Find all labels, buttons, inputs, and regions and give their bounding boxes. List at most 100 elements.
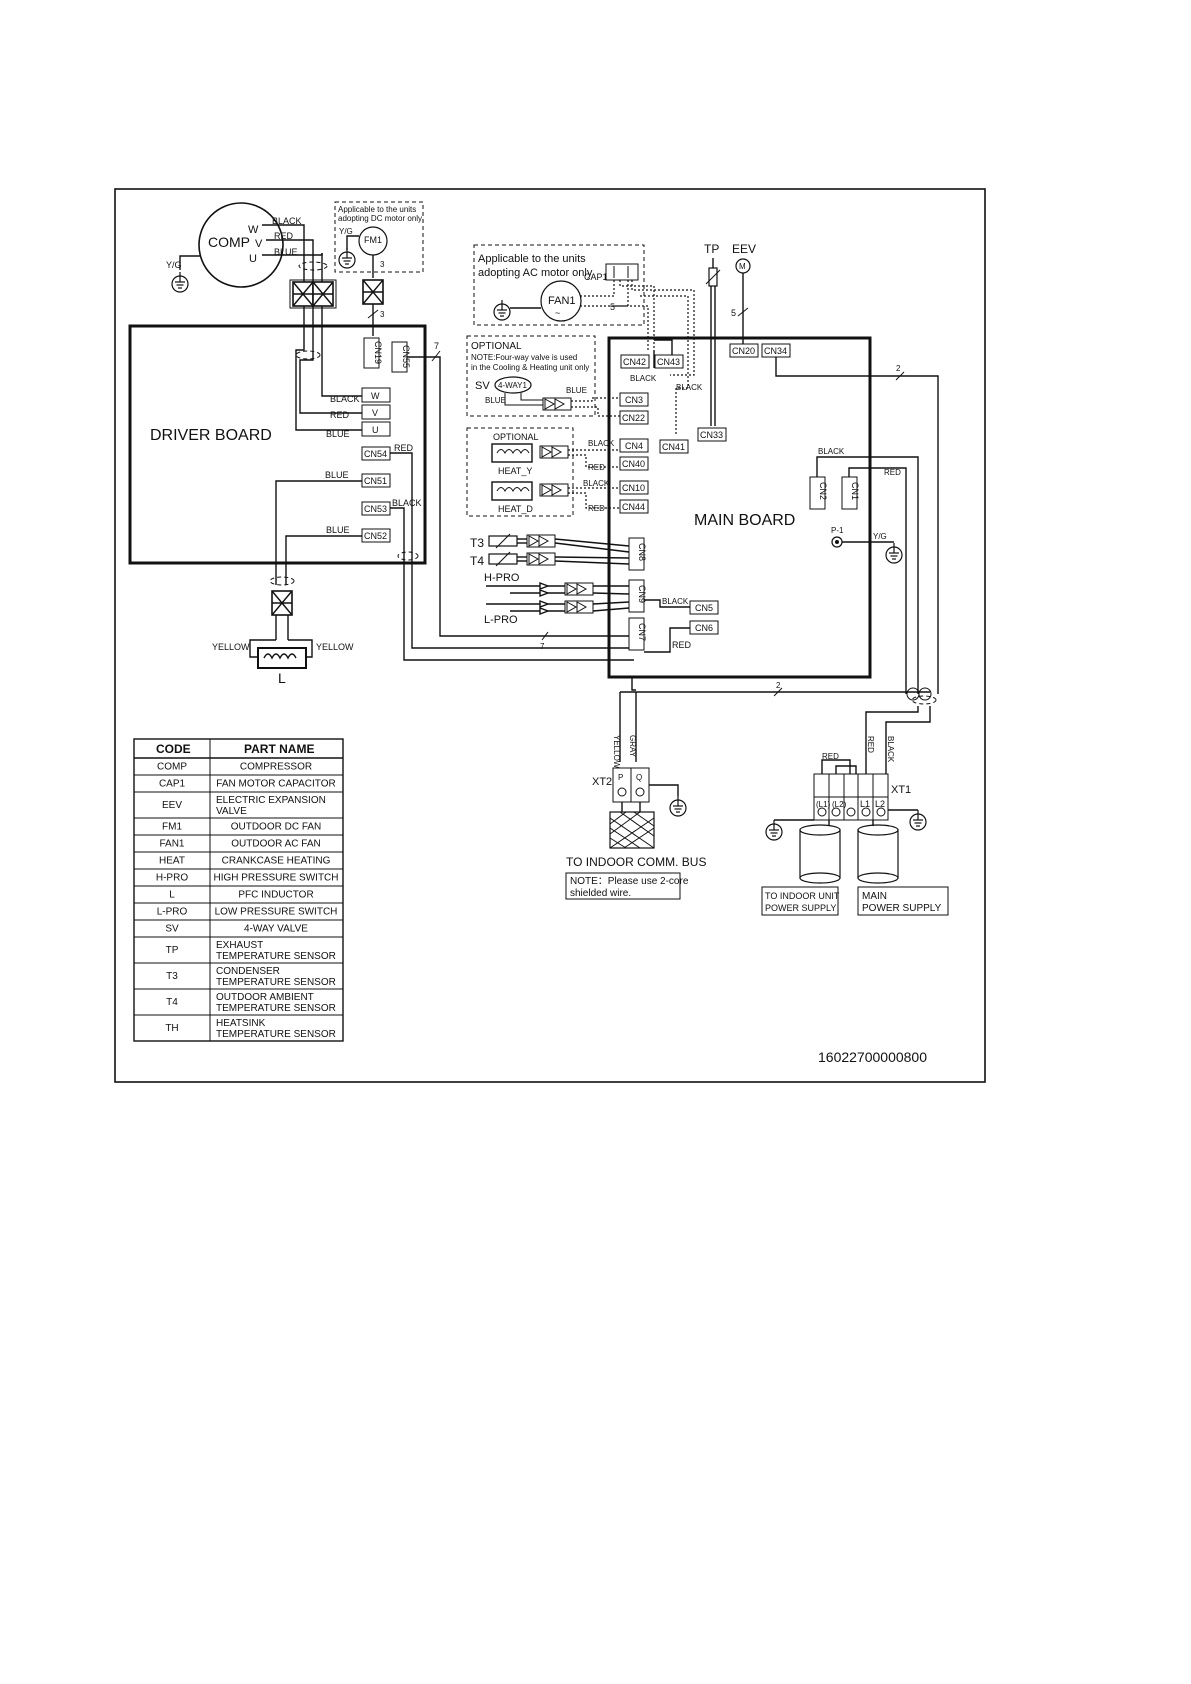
comm-wire-count: 2: [776, 681, 781, 690]
conn-w-label: W: [371, 391, 380, 401]
legend-part-name: OUTDOOR AC FAN: [231, 839, 320, 850]
legend-part-name-2: TEMPERATURE SENSOR: [216, 977, 336, 988]
dc-motor-note-l1: Applicable to the units: [338, 205, 416, 214]
fan1-label: FAN1: [548, 295, 576, 307]
driver-board: [128, 324, 427, 565]
fan1-motor: [540, 280, 582, 322]
inductor-wire-yellow-l: YELLOW: [212, 642, 250, 652]
sv-wire-blue-left: BLUE: [485, 396, 506, 405]
legend-code: FAN1: [159, 839, 184, 850]
indoor-power-box: [761, 886, 839, 916]
wire-grey-vertical: GRAY: [628, 735, 637, 758]
sv-wire-blue-top: BLUE: [566, 386, 587, 395]
xt2-q-label: Q: [636, 773, 642, 782]
cn10-label: CN10: [622, 483, 645, 493]
optional-sv-box: [466, 335, 596, 417]
pfc-inductor: [257, 647, 307, 669]
legend-code: FM1: [162, 822, 182, 833]
ac-motor-note-box: [473, 244, 645, 326]
optional-heat-box: [466, 427, 574, 517]
main-power-l1: MAIN: [862, 891, 887, 902]
comp-wire-red: RED: [274, 231, 294, 241]
conn-v-label: V: [372, 408, 378, 418]
legend-code: T3: [166, 971, 178, 982]
comp-wire-black: BLACK: [272, 216, 302, 226]
legend-part-name: CONDENSER: [216, 966, 280, 977]
comp-label: COMP: [208, 234, 250, 250]
xt1-l2-inner: (L2): [832, 800, 847, 809]
optional-heat-title: OPTIONAL: [493, 432, 539, 442]
legend-part-name-2: TEMPERATURE SENSOR: [216, 1029, 336, 1040]
legend-code: SV: [165, 924, 179, 935]
cn6-wire-red: RED: [672, 640, 692, 650]
legend-part-name: COMPRESSOR: [240, 762, 312, 773]
indoor-power-l1: TO INDOOR UNIT: [765, 891, 840, 901]
u-wire-blue: BLUE: [326, 429, 350, 439]
t3-label: T3: [470, 536, 484, 550]
cn22-label: CN22: [622, 413, 645, 423]
ac-motor-note-l2: adopting AC motor only: [478, 267, 593, 279]
cn19-label: CN19: [373, 341, 383, 364]
comp-v-label: V: [255, 238, 263, 250]
legend-code: L-PRO: [157, 907, 188, 918]
tp-label: TP: [704, 242, 719, 256]
cn5-wire-black: BLACK: [662, 597, 689, 606]
xt1-l1: L1: [860, 799, 870, 809]
legend-part-name: OUTDOOR DC FAN: [231, 822, 322, 833]
outer-frame: [114, 188, 986, 1083]
legend-part-name: CRANKCASE HEATING: [222, 856, 331, 867]
cn34-label: CN34: [764, 346, 787, 356]
compressor: COMP W V U: [198, 202, 284, 288]
comp-u-label: U: [249, 253, 257, 265]
main-board: [607, 336, 872, 679]
drawing-number: 16022700000800: [818, 1049, 927, 1065]
cn2-label: CN2: [818, 482, 828, 500]
legend-part-name-2: TEMPERATURE SENSOR: [216, 1003, 336, 1014]
legend-code: H-PRO: [156, 873, 188, 884]
xt1-label: XT1: [891, 784, 911, 796]
cn42-label: CN42: [623, 357, 646, 367]
inductor-wire-yellow-r: YELLOW: [316, 642, 354, 652]
cn40-wire-red: RED: [588, 463, 605, 472]
indoor-power-cable: [799, 824, 841, 884]
cap1-label: CAP1: [584, 272, 608, 282]
cn51-wire-blue: BLUE: [325, 470, 349, 480]
main-power-box: [857, 886, 949, 916]
conn-u-label: U: [372, 425, 379, 435]
cn52-label: CN52: [364, 531, 387, 541]
dc-motor-note-l2: adopting DC motor only: [338, 214, 422, 223]
wire-yellow-vertical: YELLOW: [612, 735, 621, 769]
xt1-inner-red: RED: [822, 752, 839, 761]
cn53-label: CN53: [364, 504, 387, 514]
legend-part-name: LOW PRESSURE SWITCH: [215, 907, 338, 918]
eev-label: EEV: [732, 242, 756, 256]
w-wire-black: BLACK: [330, 394, 360, 404]
comp-wire-blue: BLUE: [274, 247, 298, 257]
cn7-label: CN7: [637, 623, 647, 641]
dc-motor-note-box: [334, 201, 424, 273]
cn55-wire-count: 7: [434, 341, 439, 351]
xt1-l2: L2: [875, 799, 885, 809]
driver-board-label: DRIVER BOARD: [150, 427, 272, 444]
cn42-wire-black: BLACK: [630, 374, 657, 383]
legend-part-name-2: TEMPERATURE SENSOR: [216, 951, 336, 962]
legend-code: COMP: [157, 762, 187, 773]
cn4-wire-black: BLACK: [588, 439, 615, 448]
eev-m-label: M: [739, 262, 746, 271]
comm-bus-label: TO INDOOR COMM. BUS: [566, 855, 706, 869]
cn1-label: CN1: [850, 482, 860, 500]
cn20-label: CN20: [732, 346, 755, 356]
xt1-l1-inner: (L1): [816, 800, 831, 809]
eev-wire-count: 5: [731, 308, 736, 318]
main-power-cable: [857, 824, 899, 884]
fm1-yg-label: Y/G: [339, 227, 353, 236]
p1-label: P-1: [831, 526, 844, 535]
cn5-label: CN5: [695, 603, 713, 613]
shield-note-l1: NOTE：Please use 2-core: [570, 876, 689, 887]
legend-part-name-2: VALVE: [216, 806, 247, 817]
four-way-label: 4-WAY1: [498, 381, 527, 390]
ac-motor-note-l1: Applicable to the units: [478, 253, 586, 265]
legend-part-name: OUTDOOR AMBIENT: [216, 992, 314, 1003]
